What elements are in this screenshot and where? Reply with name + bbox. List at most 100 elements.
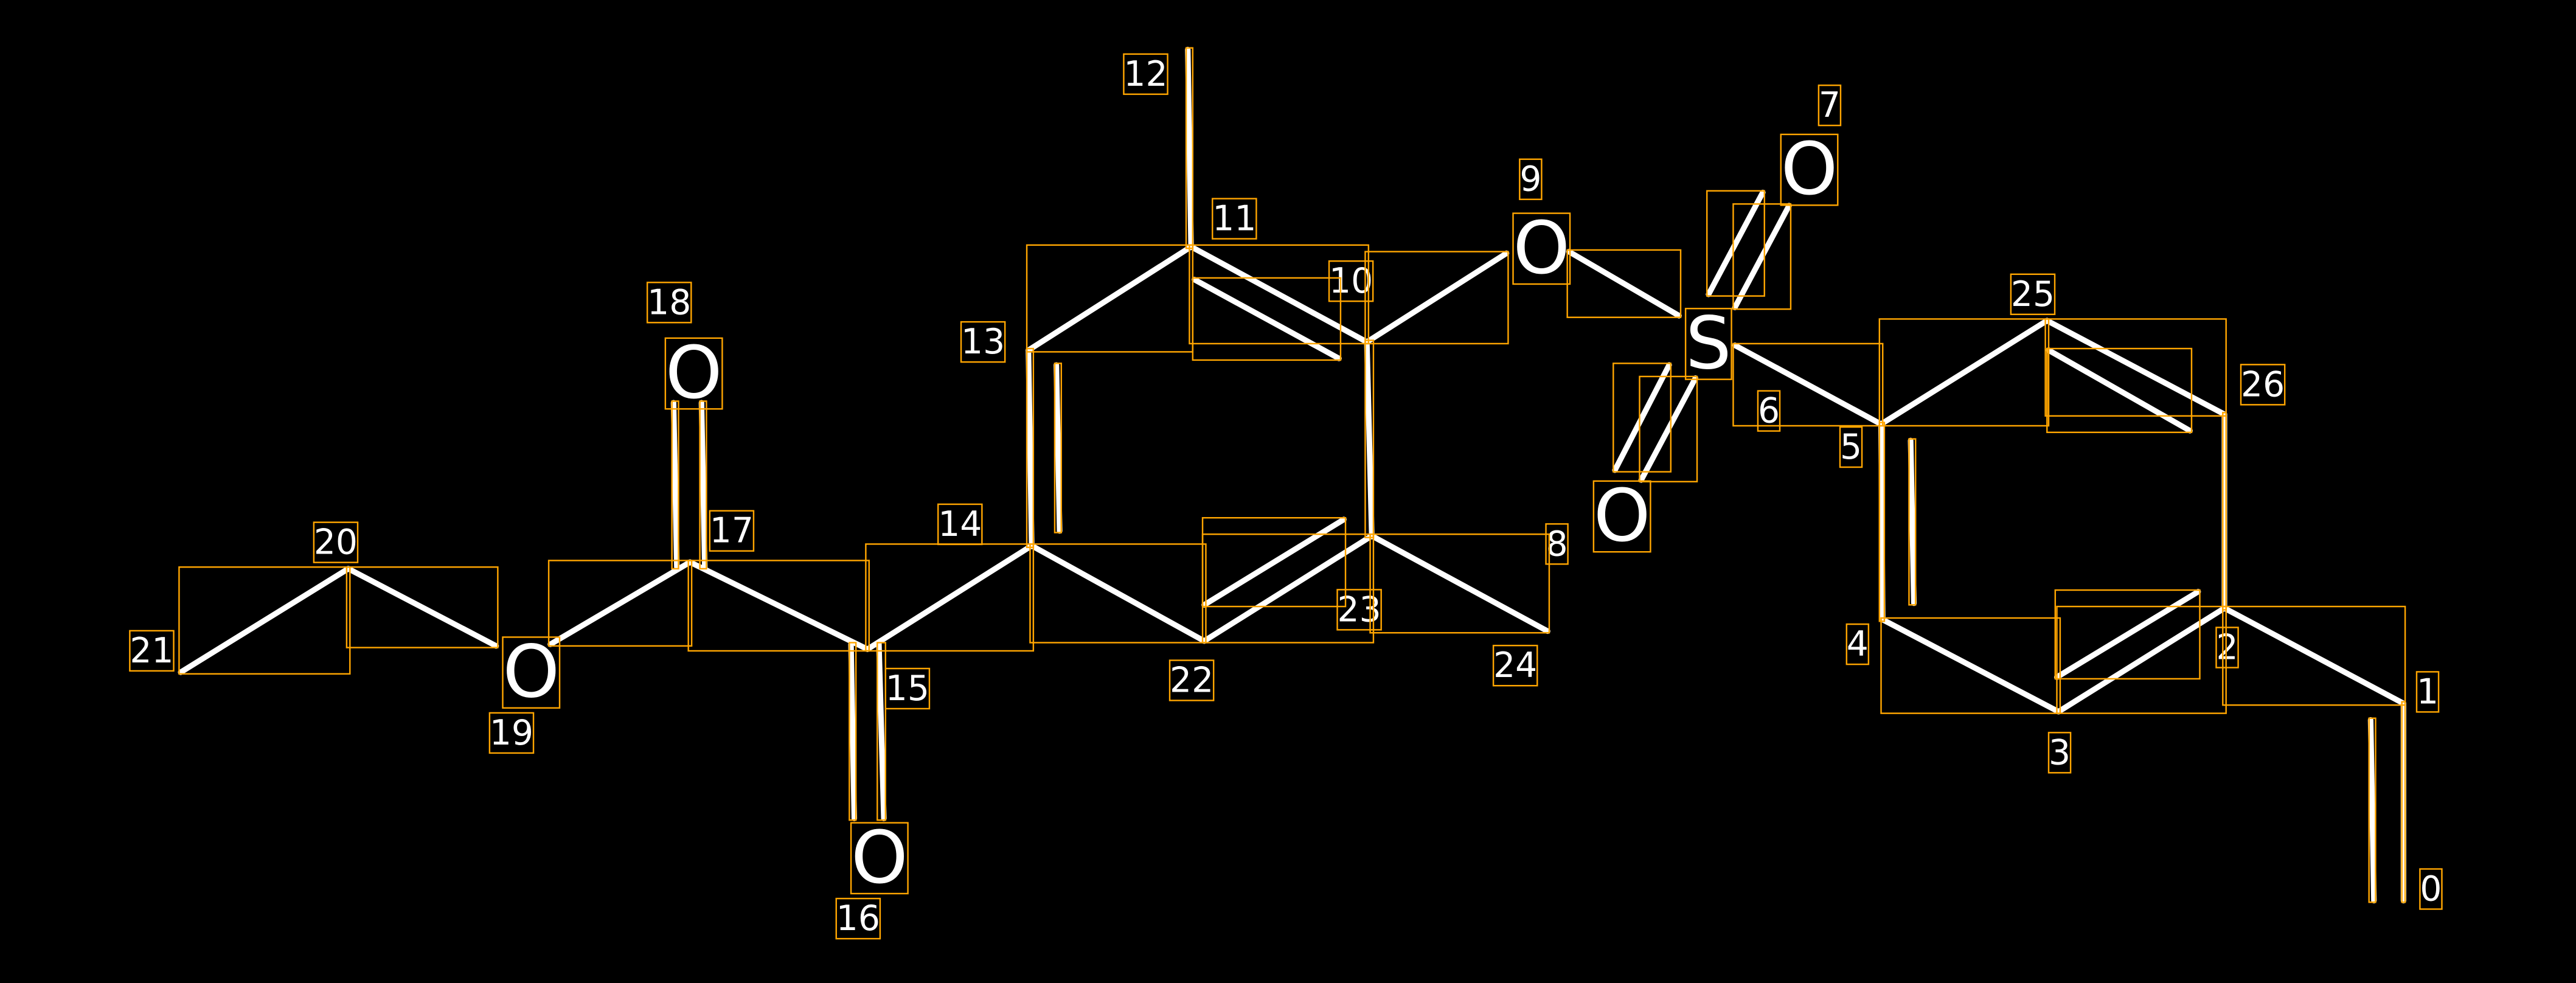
index-2: 2 <box>2217 627 2238 667</box>
bond-bounding-box <box>849 642 857 821</box>
index-19: 19 <box>490 713 533 753</box>
bond-line <box>345 566 499 649</box>
label-bounding-box <box>488 712 535 754</box>
bond-bounding-box <box>547 560 693 647</box>
bond-line <box>1188 243 1370 345</box>
atom-o9: O <box>1513 207 1571 291</box>
bond-line <box>2046 347 2193 434</box>
bond-line <box>2221 605 2406 707</box>
bond-line <box>2367 717 2377 904</box>
index-5: 5 <box>1840 427 1862 467</box>
label-bounding-box <box>1212 198 1257 240</box>
bond-bounding-box <box>699 400 707 570</box>
index-10: 10 <box>1329 261 1373 301</box>
bond-bounding-box <box>671 400 679 570</box>
index-7: 7 <box>1819 85 1841 125</box>
label-bounding-box <box>2010 273 2056 316</box>
bond-line <box>1026 243 1194 353</box>
bond-bounding-box <box>2222 412 2227 611</box>
atom-s6: S <box>1686 302 1731 386</box>
bond-bounding-box <box>1201 516 1347 608</box>
bond-line <box>1026 347 1035 549</box>
label-bounding-box <box>937 503 983 546</box>
label-bounding-box <box>313 521 359 563</box>
label-bounding-box <box>1492 644 1538 687</box>
index-1: 1 <box>2417 672 2439 712</box>
bond-bounding-box <box>2044 318 2227 417</box>
bond-bounding-box <box>1878 422 1886 622</box>
bond-line <box>1364 339 1375 539</box>
bond-bounding-box <box>1364 251 1509 345</box>
label-bounding-box <box>1545 523 1569 565</box>
bond-line <box>1185 46 1194 250</box>
index-26: 26 <box>2241 364 2285 405</box>
bond-bounding-box <box>1880 617 2061 714</box>
bond-line <box>864 543 1035 652</box>
index-6: 6 <box>1758 391 1780 431</box>
bond-bounding-box <box>2054 589 2201 680</box>
index-9: 9 <box>1519 159 1541 200</box>
index-25: 25 <box>2011 274 2055 314</box>
index-16: 16 <box>836 898 880 939</box>
label-bounding-box <box>1328 260 1374 302</box>
bond-line <box>1566 249 1682 319</box>
index-3: 3 <box>2049 732 2071 773</box>
label-bounding-box <box>1519 158 1543 200</box>
label-bounding-box <box>850 822 909 895</box>
bond-line <box>1732 203 1792 311</box>
bond-line <box>1029 543 1207 644</box>
atom-o7: O <box>1781 128 1838 212</box>
bond-bounding-box <box>345 566 499 648</box>
index-14: 14 <box>938 504 982 544</box>
bond-bounding-box <box>1732 342 1884 427</box>
label-bounding-box <box>129 630 175 672</box>
label-bounding-box <box>960 321 1006 363</box>
label-bounding-box <box>1512 212 1571 285</box>
bond-bounding-box <box>2368 717 2376 903</box>
label-bounding-box <box>709 510 755 552</box>
bond-bounding-box <box>1185 47 1194 249</box>
label-bounding-box <box>646 282 692 324</box>
index-15: 15 <box>886 669 929 709</box>
bond-line <box>2055 605 2227 715</box>
bond-bounding-box <box>1706 190 1765 297</box>
bond-line <box>1201 533 1375 644</box>
index-20: 20 <box>314 523 358 563</box>
index-21: 21 <box>130 631 173 671</box>
bond-bounding-box <box>1054 363 1062 533</box>
atom-o-lower: O <box>1594 474 1651 558</box>
bond-line <box>1364 250 1510 345</box>
index-0: 0 <box>2420 869 2442 909</box>
bond-line <box>1878 421 1886 623</box>
annotation-boxes-layer <box>129 47 2443 940</box>
bond-bounding-box <box>178 566 351 675</box>
atom-o16: O <box>851 816 908 900</box>
bond-bounding-box <box>1189 244 1370 345</box>
bond-bounding-box <box>2222 605 2406 706</box>
atom-o19: O <box>502 631 560 715</box>
atom-o18: O <box>665 332 723 415</box>
label-bounding-box <box>835 897 881 940</box>
bond-line <box>1908 437 1917 606</box>
bond-bounding-box <box>2056 605 2227 714</box>
index-11: 11 <box>1212 199 1256 239</box>
bond-bounding-box <box>687 560 870 652</box>
label-bounding-box <box>1592 480 1651 553</box>
label-bounding-box <box>1336 589 1382 631</box>
bond-line <box>178 566 352 675</box>
label-bounding-box <box>2215 627 2239 669</box>
bond-bounding-box <box>1364 339 1375 538</box>
bond-line <box>698 400 708 570</box>
index-18: 18 <box>647 282 691 322</box>
label-bounding-box <box>1839 426 1863 468</box>
bond-bounding-box <box>1639 375 1698 483</box>
index-13: 13 <box>961 322 1005 362</box>
labels-layer: O O S O O O O 0 1 2 3 4 5 6 7 8 9 10 11 … <box>130 54 2442 939</box>
index-17: 17 <box>710 511 754 551</box>
label-bounding-box <box>1123 53 1168 96</box>
bond-line <box>547 559 693 647</box>
index-23: 23 <box>1338 589 1381 630</box>
label-bounding-box <box>1780 133 1839 206</box>
bond-bounding-box <box>877 642 886 821</box>
